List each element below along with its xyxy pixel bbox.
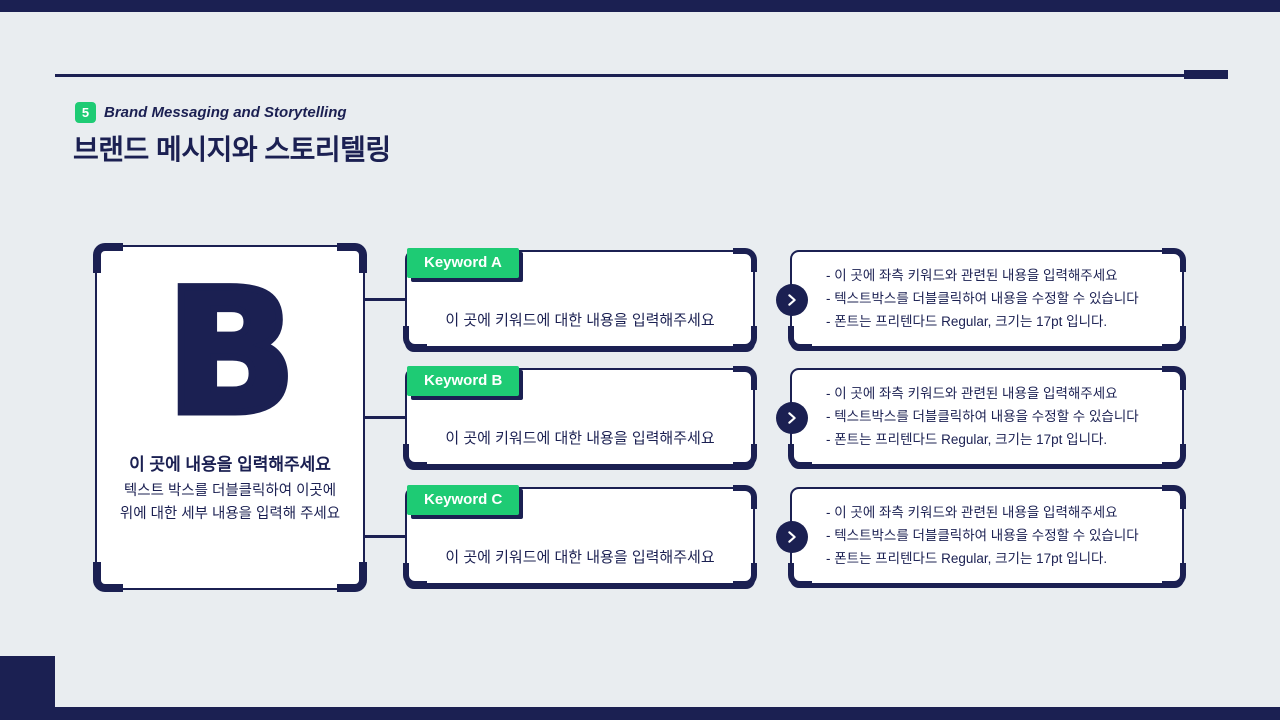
brand-summary-card: B 이 곳에 내용을 입력해주세요 텍스트 박스를 더블클릭하여 이곳에 위에 … xyxy=(93,243,367,592)
detail-line: - 이 곳에 좌측 키워드와 관련된 내용을 입력해주세요 xyxy=(826,505,1118,521)
keyword-label-c: Keyword C xyxy=(407,485,520,515)
corner-bracket xyxy=(733,366,757,390)
header-rule xyxy=(55,74,1228,77)
keyword-content-box: 이 곳에 키워드에 대한 내용을 입력해주세요 xyxy=(403,248,757,350)
detail-line: - 텍스트박스를 더블클릭하여 내용을 수정할 수 있습니다 xyxy=(826,528,1139,544)
detail-line: - 이 곳에 좌측 키워드와 관련된 내용을 입력해주세요 xyxy=(826,268,1118,284)
keyword-unit-c: 이 곳에 키워드에 대한 내용을 입력해주세요 Keyword C xyxy=(403,485,757,587)
brand-logo: B xyxy=(162,251,300,453)
keyword-text: 이 곳에 키워드에 대한 내용을 입력해주세요 xyxy=(445,430,715,447)
keyword-label-a: Keyword A xyxy=(407,248,519,278)
corner-bracket xyxy=(337,562,367,592)
chevron-right-icon xyxy=(776,402,808,434)
chevron-right-icon xyxy=(776,521,808,553)
detail-box-c: - 이 곳에 좌측 키워드와 관련된 내용을 입력해주세요 - 텍스트박스를 더… xyxy=(776,485,1186,587)
detail-text: - 이 곳에 좌측 키워드와 관련된 내용을 입력해주세요 - 텍스트박스를 더… xyxy=(826,264,1174,334)
connector-line-c xyxy=(363,535,407,538)
section-subtitle: Brand Messaging and Storytelling xyxy=(104,104,347,121)
bottom-bar xyxy=(0,707,1280,720)
corner-bracket xyxy=(788,326,812,350)
corner-bracket xyxy=(788,444,812,468)
keyword-text: 이 곳에 키워드에 대한 내용을 입력해주세요 xyxy=(445,312,715,329)
detail-line: - 폰트는 프리텐다드 Regular, 크기는 17pt 입니다. xyxy=(826,551,1108,567)
top-bar xyxy=(0,0,1280,12)
connector-line-b xyxy=(363,416,407,419)
section-number-badge: 5 xyxy=(75,102,96,123)
keyword-text: 이 곳에 키워드에 대한 내용을 입력해주세요 xyxy=(445,549,715,566)
bottom-left-block xyxy=(0,656,55,707)
detail-line: - 폰트는 프리텐다드 Regular, 크기는 17pt 입니다. xyxy=(826,432,1108,448)
card-heading: 이 곳에 내용을 입력해주세요 xyxy=(129,455,331,474)
detail-line: - 폰트는 프리텐다드 Regular, 크기는 17pt 입니다. xyxy=(826,314,1108,330)
detail-line: - 이 곳에 좌측 키워드와 관련된 내용을 입력해주세요 xyxy=(826,386,1118,402)
detail-line: - 텍스트박스를 더블클릭하여 내용을 수정할 수 있습니다 xyxy=(826,409,1139,425)
corner-bracket xyxy=(733,485,757,509)
keyword-unit-b: 이 곳에 키워드에 대한 내용을 입력해주세요 Keyword B xyxy=(403,366,757,468)
chevron-right-icon xyxy=(776,284,808,316)
detail-line: - 텍스트박스를 더블클릭하여 내용을 수정할 수 있습니다 xyxy=(826,291,1139,307)
page-title: 브랜드 메시지와 스토리텔링 xyxy=(73,134,391,165)
detail-text: - 이 곳에 좌측 키워드와 관련된 내용을 입력해주세요 - 텍스트박스를 더… xyxy=(826,382,1174,452)
detail-box-b: - 이 곳에 좌측 키워드와 관련된 내용을 입력해주세요 - 텍스트박스를 더… xyxy=(776,366,1186,468)
corner-bracket xyxy=(733,248,757,272)
keyword-label-b: Keyword B xyxy=(407,366,520,396)
corner-bracket xyxy=(788,563,812,587)
section-number: 5 xyxy=(81,105,90,120)
card-body: 텍스트 박스를 더블클릭하여 이곳에 위에 대한 세부 내용을 입력해 주세요 xyxy=(119,483,341,523)
detail-text: - 이 곳에 좌측 키워드와 관련된 내용을 입력해주세요 - 텍스트박스를 더… xyxy=(826,501,1174,571)
keyword-unit-a: 이 곳에 키워드에 대한 내용을 입력해주세요 Keyword A xyxy=(403,248,757,350)
connector-line-a xyxy=(363,298,407,301)
header-rule-accent xyxy=(1184,70,1228,79)
detail-box-a: - 이 곳에 좌측 키워드와 관련된 내용을 입력해주세요 - 텍스트박스를 더… xyxy=(776,248,1186,350)
corner-bracket xyxy=(93,562,123,592)
